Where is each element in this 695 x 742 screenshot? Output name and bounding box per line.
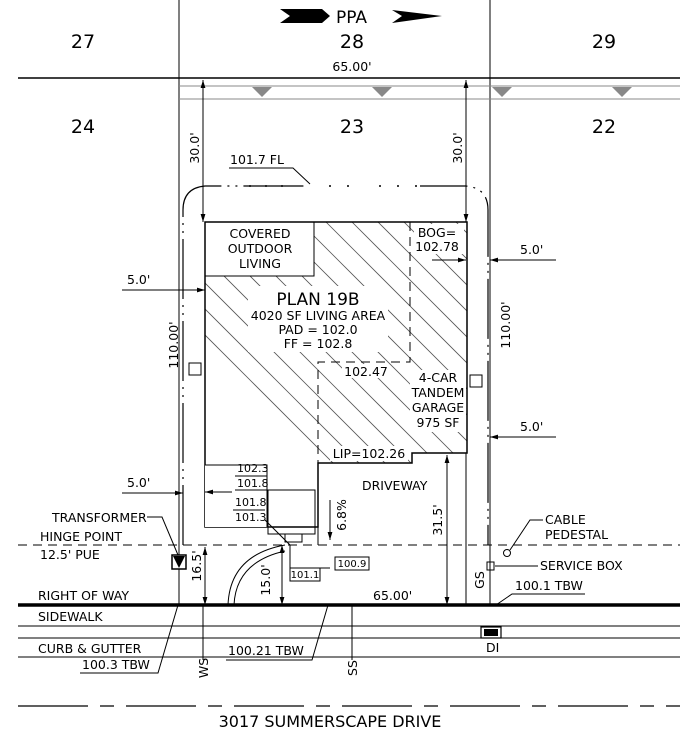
spot-grade-2: 101.8 — [237, 477, 269, 490]
hatch-line — [303, 222, 467, 527]
hatch-line — [355, 222, 467, 527]
service-box-icon — [486, 561, 495, 571]
hatch-line — [538, 200, 695, 540]
lot-number-27: 27 — [71, 31, 95, 53]
hatch-line — [329, 222, 467, 527]
tbw-center: 100.21 TBW — [228, 643, 304, 658]
garage-dashed-line — [317, 222, 411, 463]
right-of-way-label: RIGHT OF WAY — [38, 588, 129, 603]
living-area: 4020 SF LIVING AREA — [251, 308, 386, 323]
bog-value: 102.78 — [415, 239, 459, 254]
spot-grades — [233, 475, 267, 511]
setback-ll: 5.0' — [127, 475, 150, 490]
garage-label-2: TANDEM — [411, 385, 465, 400]
walk-setback: 15.0' — [258, 564, 273, 595]
front-lot-width: 65.00' — [373, 588, 412, 603]
lot-number-24: 24 — [71, 116, 95, 138]
plan-name: PLAN 19B — [276, 290, 359, 310]
hatch-line — [459, 222, 467, 527]
porch-outline — [205, 464, 268, 527]
lot-number-22: 22 — [592, 116, 616, 138]
di-label: DI — [486, 640, 499, 655]
driveway-slope: 6.8% — [334, 499, 349, 531]
cable-leader — [509, 519, 543, 551]
setback-ur: 5.0' — [520, 242, 543, 257]
lot-depth-right: 110.00' — [498, 301, 513, 348]
lip-elev: LIP=102.26 — [333, 446, 405, 461]
front-setback: 16.5' — [189, 550, 204, 581]
sidewalk-label: SIDEWALK — [38, 609, 103, 624]
covered-living-outline — [204, 221, 315, 277]
bog-label: BOG= — [418, 225, 456, 240]
pue-label: 12.5' PUE — [40, 547, 100, 562]
hatch-line — [407, 222, 467, 527]
lot-number-28: 28 — [340, 31, 364, 53]
drainage-arrows — [252, 87, 632, 97]
garage-label-4: 975 SF — [417, 415, 460, 430]
rear-setback-left-label: 30.0' — [187, 132, 202, 163]
rear-lot-width: 65.00' — [332, 59, 371, 74]
setback-lr: 5.0' — [520, 419, 543, 434]
tbw-center-leader — [226, 604, 329, 661]
setback-ul: 5.0' — [127, 272, 150, 287]
cable-label-1: CABLE — [545, 512, 586, 527]
hatch-line — [486, 200, 695, 540]
ppa-logo: PPA — [280, 8, 442, 28]
spot-grade-3: 101.8 — [235, 496, 267, 509]
street-name: 3017 SUMMERSCAPE DRIVE — [219, 712, 442, 731]
cable-label-2: PEDESTAL — [545, 527, 608, 542]
side-gate-east — [469, 374, 483, 388]
spot-grade-5: 101.1 — [291, 570, 320, 581]
covered-label-1: COVERED — [229, 226, 290, 241]
garage-elev: 102.47 — [344, 364, 388, 379]
curb-label: CURB & GUTTER — [38, 641, 142, 656]
tbw-right: 100.1 TBW — [515, 578, 583, 593]
hinge-point-label: HINGE POINT — [40, 529, 122, 544]
spot-grade-1: 102.3 — [237, 462, 269, 475]
lot-number-29: 29 — [592, 31, 616, 53]
side-gate-west — [188, 362, 202, 376]
walk-curve-2 — [233, 550, 286, 606]
hatch-line — [433, 222, 467, 527]
walk-curve-1 — [227, 544, 286, 606]
fl-leader — [229, 167, 311, 185]
lot-depth-left: 110.00' — [166, 321, 181, 368]
service-box-label: SERVICE BOX — [540, 558, 623, 573]
cable-pedestal-icon — [503, 549, 511, 557]
covered-living-area — [205, 222, 314, 276]
curb-tbw-leader — [80, 604, 179, 674]
tbw-right-leader — [495, 593, 585, 606]
transformer-icon — [171, 554, 187, 570]
garage-label-1: 4-CAR — [419, 370, 458, 385]
entry-step — [284, 533, 303, 543]
lot-number-23: 23 — [340, 116, 364, 138]
spot-grade-6: 100.9 — [338, 559, 367, 570]
logo-text: PPA — [336, 8, 367, 28]
covered-label-3: LIVING — [239, 256, 281, 271]
fl-dots — [249, 185, 417, 187]
pad-elev: PAD = 102.0 — [278, 322, 357, 337]
fl-label: 101.7 FL — [230, 152, 284, 167]
drain-inlet-icon — [480, 626, 502, 639]
ff-elev: FF = 102.8 — [284, 336, 353, 351]
curb-tbw: 100.3 TBW — [82, 657, 150, 672]
spot-grade-4: 101.3 — [235, 511, 267, 524]
garage-label-3: GARAGE — [412, 400, 464, 415]
ws-label: WS — [196, 658, 211, 678]
transformer-leader — [147, 516, 179, 556]
ss-label: SS — [345, 660, 360, 676]
garage-setback: 31.5' — [430, 504, 445, 535]
transformer-label: TRANSFORMER — [51, 510, 147, 525]
covered-label-2: OUTDOOR — [228, 241, 293, 256]
driveway-label: DRIVEWAY — [362, 478, 428, 493]
rear-setback-right-label: 30.0' — [450, 132, 465, 163]
hatch-line — [381, 222, 467, 527]
gs-label: GS — [472, 571, 487, 589]
